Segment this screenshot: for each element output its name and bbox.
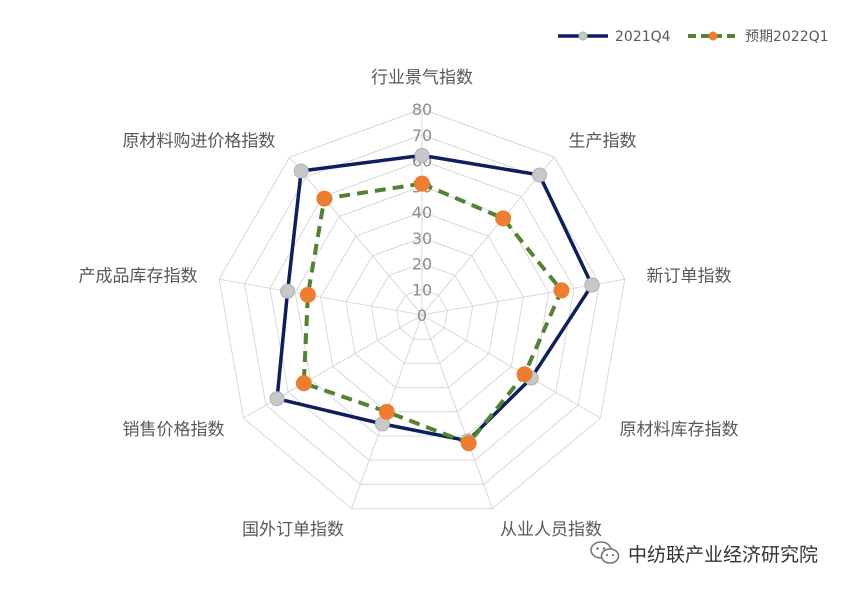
tick-label-70: 70 bbox=[412, 126, 432, 145]
series-1-point-3 bbox=[516, 366, 533, 383]
series-0-point-6 bbox=[269, 391, 285, 407]
series-1-point-0 bbox=[414, 175, 430, 192]
grid-ring-70 bbox=[243, 134, 601, 485]
series-1-point-8 bbox=[316, 190, 333, 207]
category-label-6: 销售价格指数 bbox=[123, 420, 225, 440]
tick-label-40: 40 bbox=[412, 203, 432, 222]
radar-grid bbox=[218, 108, 626, 510]
spoke-8 bbox=[289, 156, 423, 316]
tick-label-20: 20 bbox=[412, 255, 432, 274]
watermark: 中纺联产业经济研究院 bbox=[590, 538, 818, 568]
series-0-point-2 bbox=[584, 277, 600, 293]
category-label-0: 行业景气指数 bbox=[371, 68, 473, 88]
tick-label-80: 80 bbox=[412, 100, 432, 119]
series-1-point-1 bbox=[495, 210, 512, 227]
grid-ring-60 bbox=[269, 159, 575, 461]
wechat-icon bbox=[590, 541, 620, 564]
category-label-2: 新订单指数 bbox=[647, 266, 732, 286]
legend: 2021Q4 预期2022Q1 bbox=[558, 29, 829, 45]
legend-marker-1 bbox=[708, 31, 718, 41]
series-1-point-5 bbox=[378, 403, 395, 420]
spoke-3 bbox=[421, 314, 601, 419]
series-1-point-4 bbox=[460, 435, 477, 452]
category-label-8: 原材料购进价格指数 bbox=[122, 131, 275, 151]
category-label-4: 从业人员指数 bbox=[500, 520, 602, 540]
series-1-point-7 bbox=[299, 286, 316, 303]
radial-tick-labels: 01020304050607080 bbox=[412, 100, 432, 325]
category-label-3: 原材料库存指数 bbox=[619, 420, 738, 440]
grid-ring-10 bbox=[396, 288, 448, 340]
legend-label-0: 2021Q4 bbox=[615, 29, 671, 45]
spoke-4 bbox=[421, 314, 493, 509]
tick-label-0: 0 bbox=[417, 306, 427, 325]
spoke-6 bbox=[243, 314, 423, 419]
grid-ring-50 bbox=[294, 185, 550, 437]
series-0-point-7 bbox=[280, 283, 296, 299]
spoke-7 bbox=[219, 278, 423, 316]
tick-label-30: 30 bbox=[412, 229, 432, 248]
series-line-0 bbox=[275, 153, 594, 443]
tick-label-10: 10 bbox=[412, 280, 432, 299]
series-0-point-8 bbox=[293, 163, 309, 179]
series-line-1 bbox=[301, 181, 564, 446]
category-label-7: 产成品库存指数 bbox=[78, 266, 197, 286]
category-label-5: 国外订单指数 bbox=[242, 520, 344, 540]
legend-label-1: 预期2022Q1 bbox=[745, 29, 829, 45]
grid-ring-40 bbox=[320, 211, 524, 413]
series-layer bbox=[269, 147, 600, 452]
series-0-point-0 bbox=[414, 147, 430, 163]
grid-ring-30 bbox=[345, 237, 499, 389]
grid-ring-20 bbox=[370, 262, 474, 364]
spoke-1 bbox=[421, 156, 555, 316]
series-1-point-6 bbox=[295, 375, 312, 392]
series-0-point-1 bbox=[532, 167, 548, 183]
watermark-text: 中纺联产业经济研究院 bbox=[628, 543, 819, 566]
grid-ring-80 bbox=[218, 108, 626, 510]
series-1-point-2 bbox=[553, 282, 570, 299]
category-label-1: 生产指数 bbox=[569, 131, 637, 151]
legend-marker-0 bbox=[578, 31, 588, 41]
